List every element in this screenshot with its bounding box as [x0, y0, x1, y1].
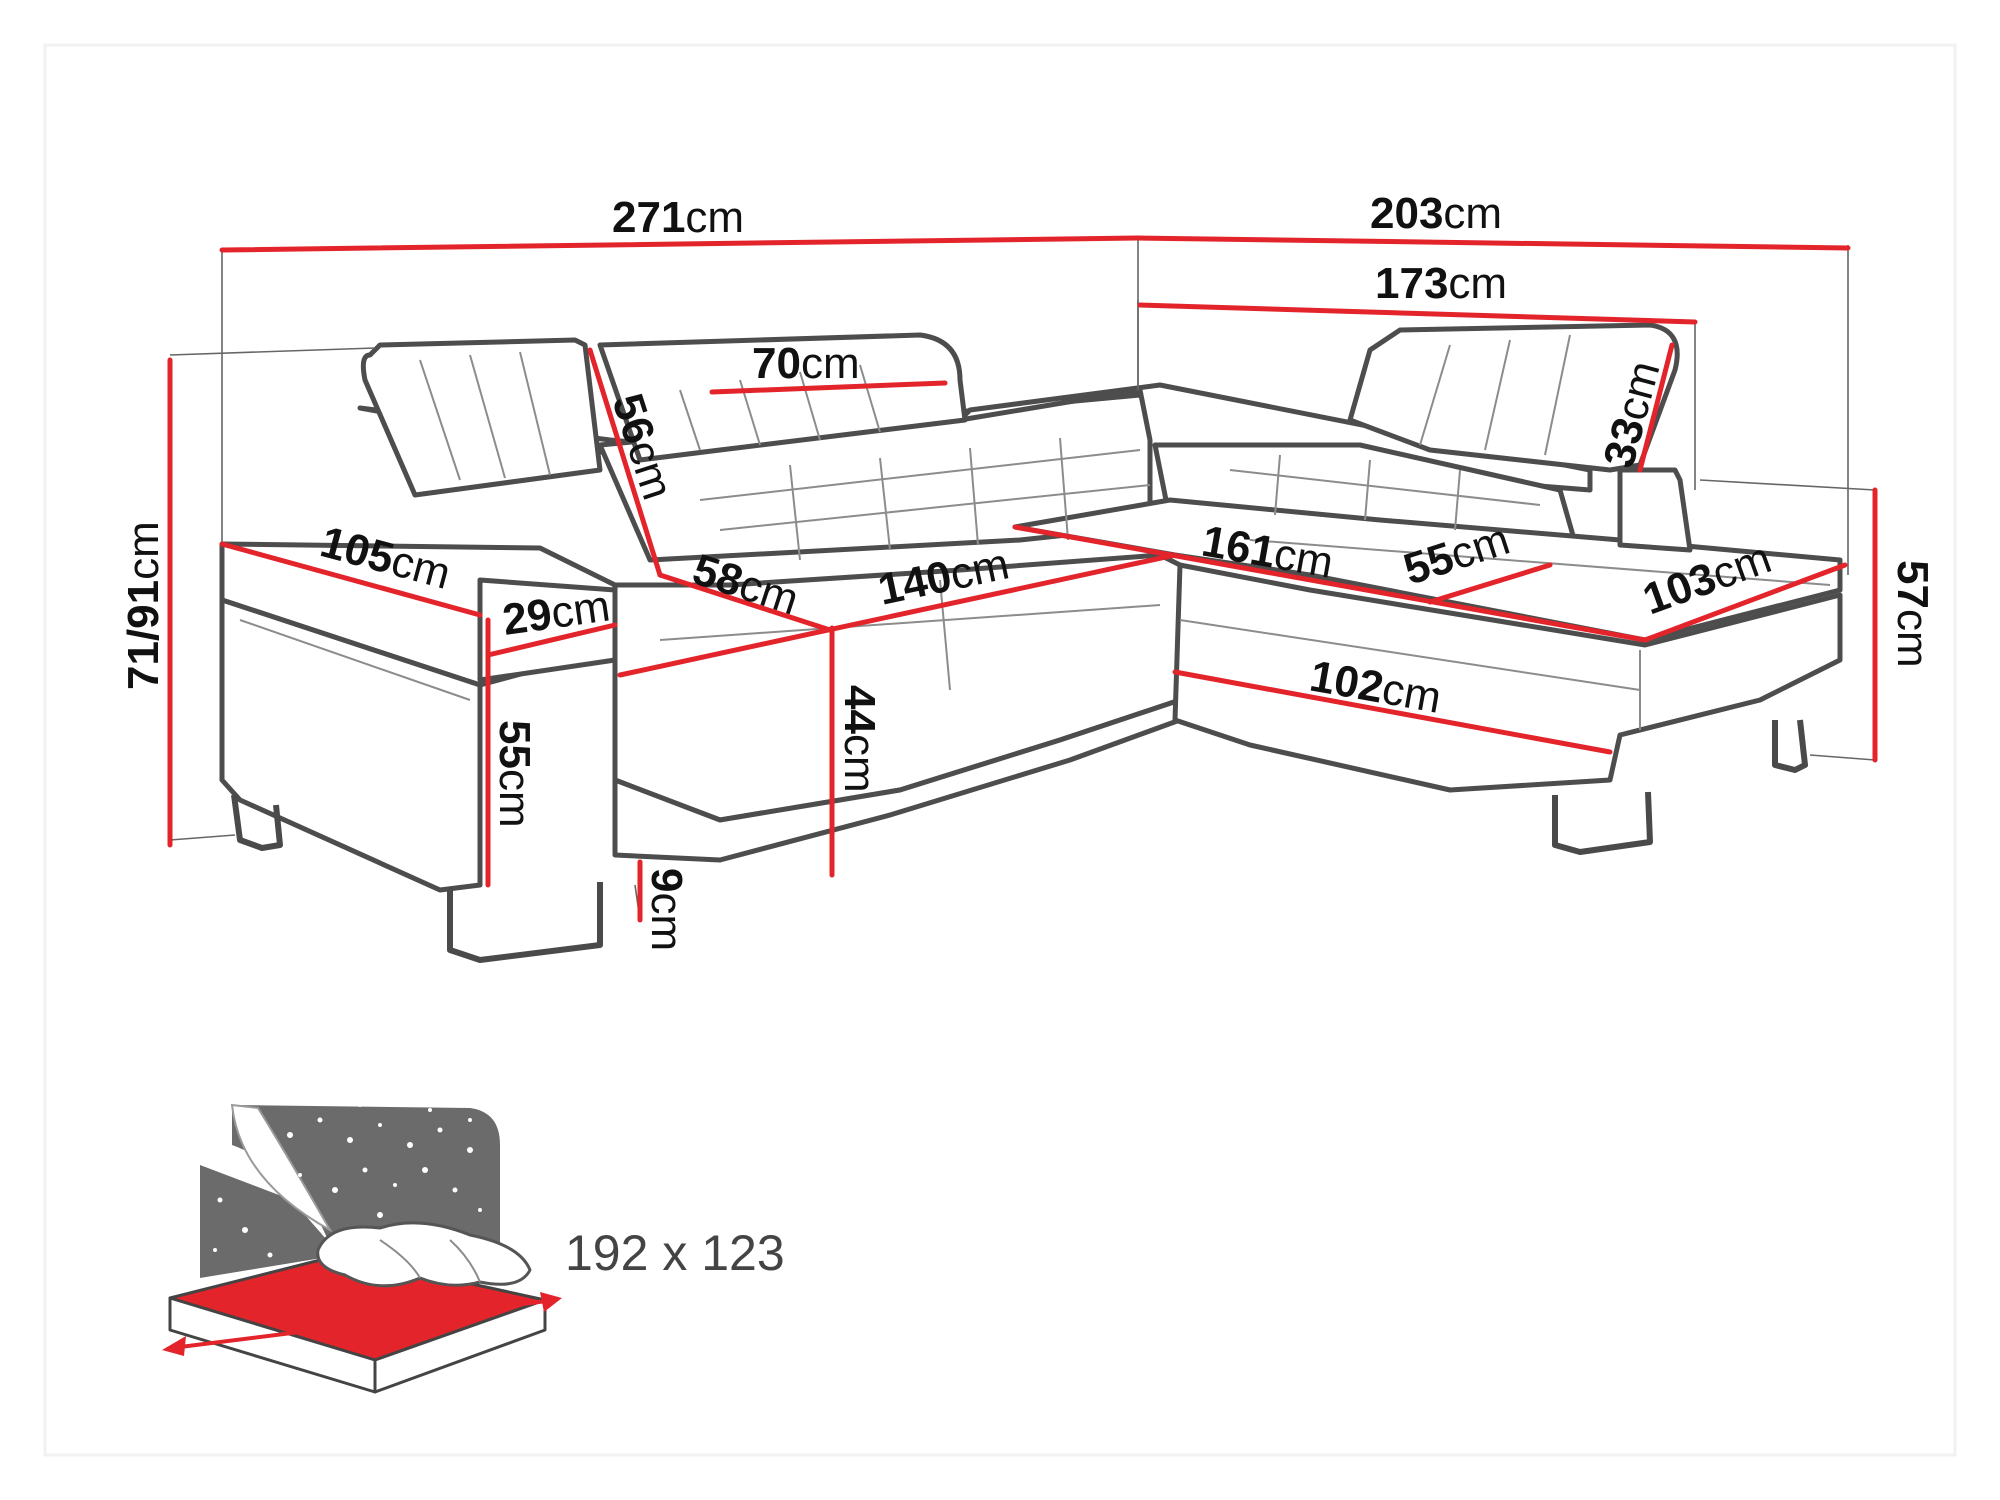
label-9: 9cm: [642, 868, 691, 951]
bed-size-label: 192 x 123: [565, 1225, 785, 1281]
right-headrest-cushion: [1347, 322, 1680, 473]
leg-back-right: [1772, 719, 1808, 773]
label-173: 173cm: [1375, 259, 1507, 308]
label-203: 203cm: [1370, 189, 1502, 238]
leg-front-right: [1552, 791, 1653, 855]
left-arm-front: [219, 597, 483, 893]
label-57: 57cm: [1888, 560, 1937, 668]
sheet-curve: [230, 1103, 333, 1233]
bed-arrow-head-left: [162, 1336, 186, 1356]
label-161: 161cm: [1198, 517, 1337, 588]
dim-line-203: [1135, 235, 1851, 251]
dim-line-58: [657, 572, 833, 633]
bed-arrow: [170, 1298, 557, 1350]
dim-line-140: [617, 552, 1178, 678]
upholstery-seams: [239, 334, 1831, 730]
left-headrest: [360, 337, 603, 498]
dim-line-103: [1642, 562, 1848, 643]
stars: [213, 1103, 482, 1258]
night-panel-left: [200, 1165, 340, 1278]
right-armrest: [1617, 467, 1693, 553]
label-70: 70cm: [752, 339, 860, 388]
mattress-side-right: [373, 1298, 547, 1394]
sofa-drawing: [219, 322, 1843, 963]
dim-line-161: [1012, 524, 1648, 643]
night-panel: [232, 1105, 500, 1245]
dim-line-105: [219, 541, 483, 618]
label-71-91: 71/91cm: [119, 521, 168, 690]
pillow: [316, 1221, 532, 1288]
label-55-arm: 55cm: [490, 720, 539, 828]
leg-front-left: [447, 882, 603, 963]
dim-line-33: [1637, 342, 1675, 473]
dimension-lines: [167, 235, 1878, 923]
dim-line-173: [1137, 302, 1698, 325]
dim-line-55-chaise: [1427, 562, 1553, 605]
sleeping-surface-icon: 192 x 123: [162, 1103, 785, 1394]
label-271: 271cm: [612, 193, 744, 242]
label-29: 29cm: [500, 581, 613, 644]
leg-back-left: [231, 794, 283, 851]
label-105: 105cm: [315, 517, 455, 599]
middle-headrest: [597, 332, 968, 463]
dim-line-70: [709, 380, 948, 395]
dim-line-29: [485, 622, 618, 658]
dim-line-56: [587, 347, 663, 578]
bed-arrow-head-right: [540, 1292, 562, 1312]
chaise-front: [1172, 562, 1843, 793]
dim-line-271: [219, 235, 1141, 253]
label-44: 44cm: [835, 685, 884, 793]
dim-line-102: [1172, 669, 1613, 755]
frame: [43, 43, 1957, 1457]
sofa-legs: [231, 719, 1808, 963]
